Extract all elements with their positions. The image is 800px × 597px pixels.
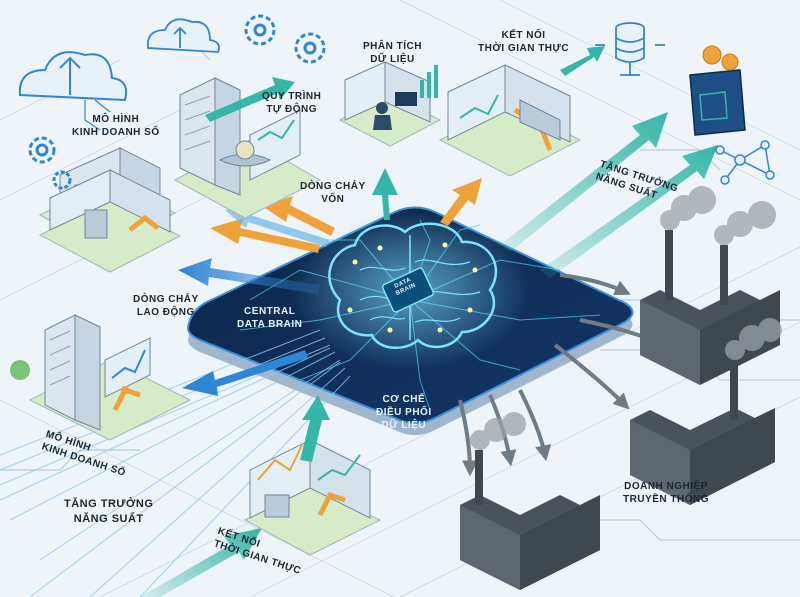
gear-icon: [28, 14, 326, 190]
bitcoin-icon: [702, 45, 739, 71]
module-realtime-connection-top: [438, 64, 582, 177]
cloud-icon: [18, 51, 128, 131]
chip-icon: [381, 267, 435, 313]
module-labor-flow: [38, 169, 182, 273]
module-data-analytics: [338, 61, 442, 147]
factory-middle-right: [630, 318, 782, 505]
network-icon: [715, 140, 775, 185]
factory-top-right: [640, 186, 780, 385]
cloud-icon: [146, 18, 220, 53]
capital-flow-arrows: [210, 168, 482, 253]
growth-arrows: [140, 46, 718, 597]
module-digital-business-bottom: [10, 314, 192, 441]
wallet-icon: [689, 69, 746, 136]
factory-bottom: [460, 412, 600, 590]
database-icon: [595, 22, 665, 76]
module-automation: [173, 77, 322, 219]
labor-flow-arrows: [178, 206, 330, 396]
module-realtime-connection-bottom: [243, 395, 382, 556]
